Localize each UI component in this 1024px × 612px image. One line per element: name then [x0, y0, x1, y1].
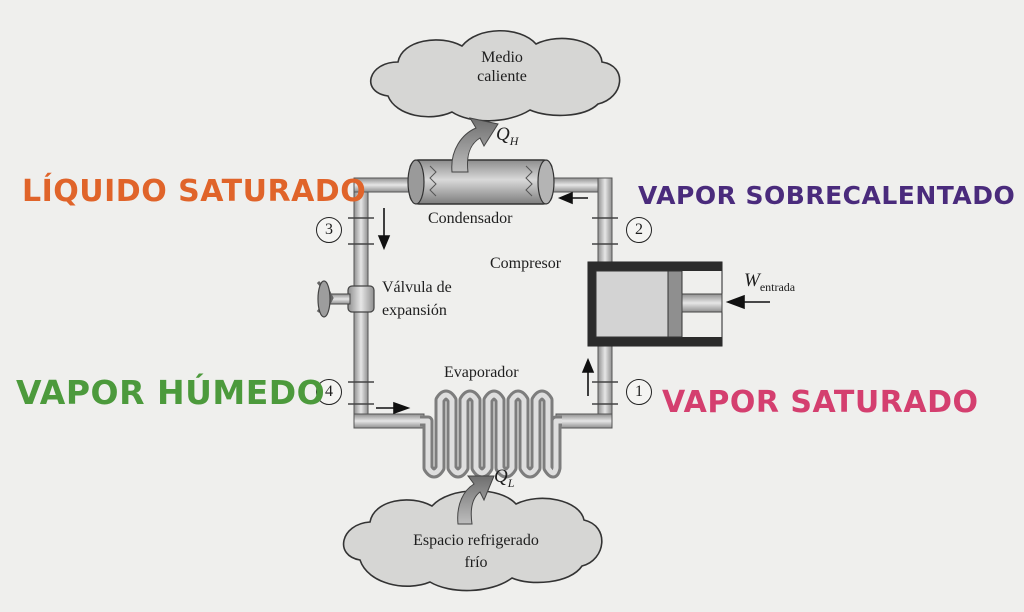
ql-symbol: Q [494, 466, 508, 487]
state-2-number: 2 [626, 217, 652, 243]
qh-subscript: H [509, 133, 519, 148]
state-4-label: VAPOR HÚMEDO [16, 373, 326, 412]
pipe-joints [348, 217, 618, 405]
pipe-right-upper [597, 177, 613, 269]
state-1-number: 1 [626, 379, 652, 405]
state-3-label: LÍQUIDO SATURADO [22, 174, 367, 209]
cold-space-line1: Espacio refrigerado [413, 532, 539, 549]
state-4-number: 4 [316, 379, 342, 405]
condenser-label: Condensador [428, 210, 513, 227]
state-3-number: 3 [316, 217, 342, 243]
work-subscript: entrada [759, 279, 796, 294]
flow-arrows [376, 191, 770, 415]
cold-space-label: Espacio refrigerado frío [386, 531, 566, 572]
pipe-left-lower [353, 309, 369, 427]
ql-label: QL [494, 466, 514, 491]
work-symbol: W [744, 270, 760, 291]
cold-space-cloud [342, 489, 603, 592]
hot-medium-line2: caliente [477, 68, 527, 85]
hot-medium-line1: Medio [481, 49, 523, 66]
pipe-bottom-left [353, 413, 425, 429]
compressor [587, 261, 723, 347]
valve-line2: expansión [382, 302, 447, 319]
heat-out-arrow [451, 117, 499, 173]
expansion-valve [316, 280, 375, 318]
valve-line1: Válvula de [382, 279, 452, 296]
evaporator-label: Evaporador [444, 364, 519, 381]
valve-label: Válvula de expansión [382, 278, 452, 320]
state-2-label: VAPOR SOBRECALENTADO [638, 181, 1016, 210]
heat-in-arrow [457, 475, 495, 525]
pipe-bottom-right [555, 413, 613, 429]
hot-medium-label: Medio caliente [452, 48, 552, 86]
condenser [407, 159, 555, 205]
state-1-label: VAPOR SATURADO [662, 385, 979, 420]
qh-symbol: Q [496, 124, 510, 145]
qh-label: QH [496, 124, 518, 149]
ql-subscript: L [507, 475, 515, 490]
cold-space-line2: frío [464, 554, 488, 571]
work-input-label: Wentrada [744, 270, 795, 295]
compressor-label: Compresor [490, 255, 562, 272]
